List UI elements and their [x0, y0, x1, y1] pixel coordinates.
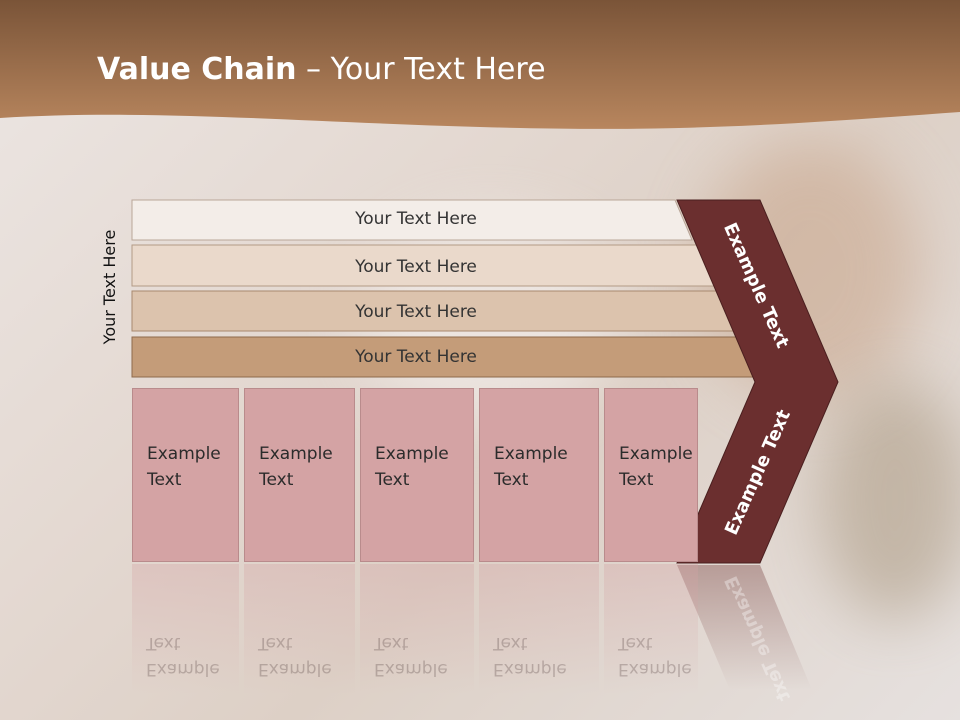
header-band — [0, 0, 960, 129]
box-5-reflection-label: Example Text — [618, 633, 692, 679]
activity-box-4: Example Text — [479, 388, 599, 562]
bar-1-label: Your Text Here — [355, 209, 477, 229]
box-2-reflection-label: Example Text — [258, 633, 332, 679]
box-1-reflection-label: Example Text — [146, 633, 220, 679]
background-blur — [820, 380, 960, 620]
title-bold: Value Chain — [97, 52, 297, 87]
title-rest: – Your Text Here — [296, 52, 546, 87]
box-reflection: Example Text — [479, 564, 599, 694]
bar-4-label: Your Text Here — [355, 347, 477, 367]
box-reflection: Example Text — [244, 564, 355, 694]
box-5-label: Example Text — [619, 444, 693, 490]
box-2-label: Example Text — [259, 444, 333, 490]
box-1-label: Example Text — [147, 444, 221, 490]
bar-2-label: Your Text Here — [355, 257, 477, 277]
box-reflection: Example Text — [604, 564, 698, 694]
chevron-arrow — [676, 199, 839, 564]
chevron-reflection — [677, 565, 812, 690]
box-4-reflection-label: Example Text — [493, 633, 567, 679]
activity-box-2: Example Text — [244, 388, 355, 562]
activity-box-3: Example Text — [360, 388, 474, 562]
page-title: Value Chain – Your Text Here — [97, 52, 546, 87]
activity-box-1: Example Text — [132, 388, 239, 562]
box-3-label: Example Text — [375, 444, 449, 490]
box-reflection: Example Text — [360, 564, 474, 694]
activity-box-5: Example Text — [604, 388, 698, 562]
box-4-label: Example Text — [494, 444, 568, 490]
box-3-reflection-label: Example Text — [374, 633, 448, 679]
bar-1 — [131, 199, 693, 241]
box-reflection: Example Text — [132, 564, 239, 694]
bar-3-label: Your Text Here — [355, 302, 477, 322]
